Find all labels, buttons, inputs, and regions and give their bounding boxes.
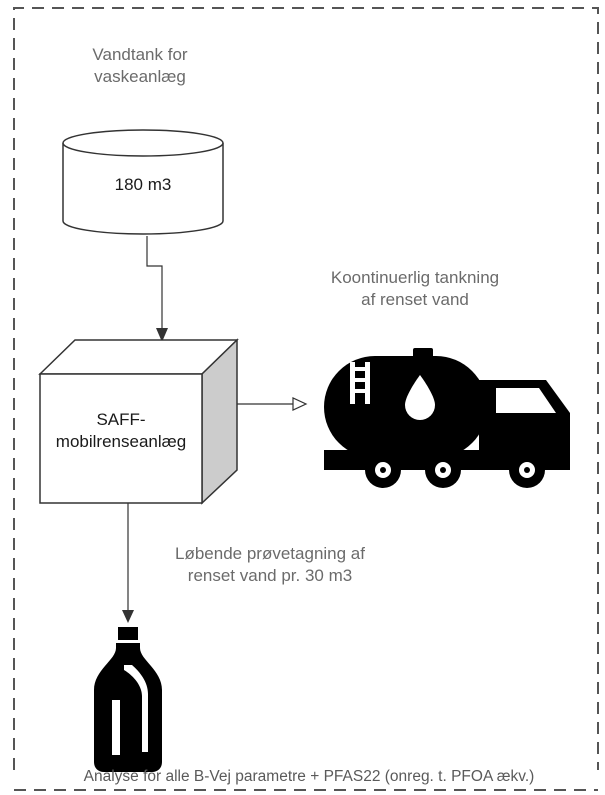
tank-caption-line1: Vandtank for bbox=[92, 45, 188, 64]
plant-label-line2: mobilrenseanlæg bbox=[55, 432, 187, 452]
tank-volume-label: 180 m3 bbox=[114, 175, 172, 194]
dashed-border bbox=[13, 7, 599, 770]
arrowhead-plant-to-truck bbox=[292, 397, 308, 411]
arrowhead-tank-to-plant bbox=[156, 328, 168, 342]
footer-note: Analyse for alle B-Vej parametre + PFAS2… bbox=[83, 768, 535, 785]
tank-caption-line2: vaskeanlæg bbox=[94, 67, 186, 87]
truck-caption: Koontinuerlig tankning af renset vand bbox=[300, 267, 530, 311]
tank-caption: Vandtank for vaskeanlæg bbox=[40, 44, 240, 88]
tanker-truck-icon bbox=[324, 348, 570, 488]
sampling-caption-line2: renset vand pr. 30 m3 bbox=[187, 566, 353, 586]
plant-label: SAFF- mobilrenseanlæg bbox=[40, 409, 202, 453]
plant-box bbox=[38, 338, 239, 505]
bottle-icon bbox=[94, 627, 162, 772]
sampling-caption: Løbende prøvetagning af renset vand pr. … bbox=[150, 543, 390, 587]
truck-caption-line1: Koontinuerlig tankning bbox=[330, 268, 500, 287]
plant-label-line1: SAFF- bbox=[96, 410, 146, 429]
connector-tank-to-plant bbox=[146, 236, 163, 330]
sampling-caption-line1: Løbende prøvetagning af bbox=[175, 544, 365, 563]
truck-caption-line2: af renset vand bbox=[361, 290, 469, 310]
tank-cylinder bbox=[62, 129, 224, 235]
arrowhead-plant-to-bottle bbox=[122, 610, 134, 623]
